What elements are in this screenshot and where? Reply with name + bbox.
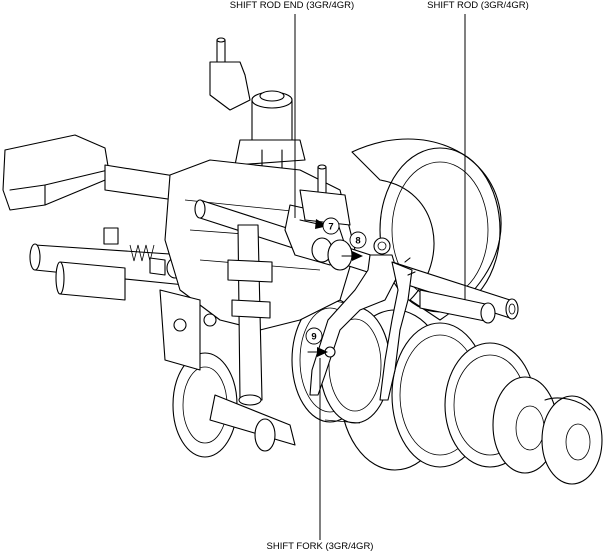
left-drive-gear — [172, 352, 296, 458]
step-7-marker: 7 — [299, 217, 340, 235]
shift-rod-label: SHIFT ROD (3GR/4GR) — [427, 0, 529, 11]
output-gear-stack — [339, 309, 603, 485]
step-9-marker: 9 — [305, 327, 328, 357]
step-8-marker: 8 — [341, 231, 367, 261]
shift-shaft — [227, 224, 273, 406]
step-7-label: 7 — [328, 222, 333, 233]
shift-fork-label: SHIFT FORK (3GR/4GR) — [267, 541, 374, 552]
select-lever — [209, 37, 306, 201]
shift-rod-end-label: SHIFT ROD END (3GR/4GR) — [230, 0, 354, 11]
step-9-label: 9 — [311, 332, 316, 343]
left-shaft — [29, 227, 186, 301]
shift-fork — [309, 237, 416, 401]
step-8-label: 8 — [355, 236, 360, 247]
